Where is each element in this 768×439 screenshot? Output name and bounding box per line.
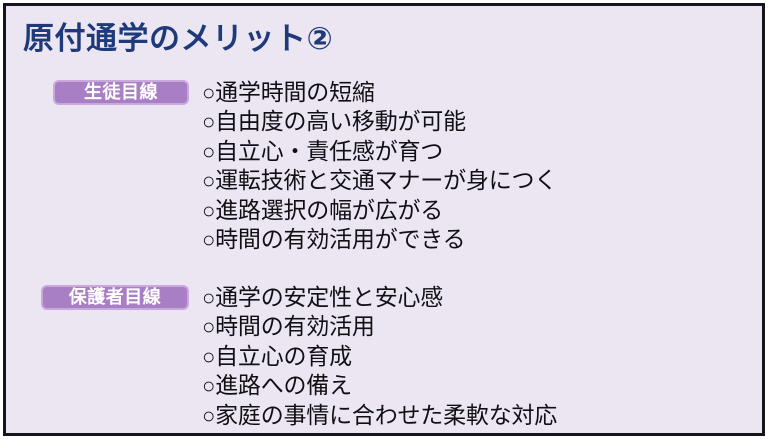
circle-bullet-icon: ○ <box>202 168 216 194</box>
list-item: ○運転技術と交通マナーが身につく <box>202 166 557 195</box>
guardian-benefits-list: ○通学の安定性と安心感 ○時間の有効活用 ○自立心の育成 ○進路への備え ○家庭… <box>202 283 557 430</box>
list-item-label: 進路選択の幅が広がる <box>215 196 444 223</box>
circle-bullet-icon: ○ <box>202 227 216 253</box>
circle-bullet-icon: ○ <box>202 285 216 310</box>
circle-bullet-icon: ○ <box>202 197 216 223</box>
list-item-label: 家庭の事情に合わせた柔軟な対応 <box>215 401 558 428</box>
list-item: ○進路への備え <box>202 371 557 400</box>
slide-content-area: 原付通学のメリット② 生徒目線 ○通学時間の短縮 ○自由度の高い移動が可能 ○自… <box>6 6 762 433</box>
badge-guardian-perspective-label: 保護者目線 <box>43 287 187 308</box>
badge-guardian-perspective: 保護者目線 <box>41 285 189 310</box>
list-item-label: 通学の安定性と安心感 <box>215 284 444 310</box>
circle-bullet-icon: ○ <box>202 402 216 428</box>
list-item: ○通学時間の短縮 <box>202 78 557 107</box>
list-item: ○自由度の高い移動が可能 <box>202 107 557 136</box>
list-item: ○自立心の育成 <box>202 342 557 371</box>
slide-frame: 原付通学のメリット② 生徒目線 ○通学時間の短縮 ○自由度の高い移動が可能 ○自… <box>3 3 765 436</box>
badge-student-perspective-label: 生徒目線 <box>55 82 187 103</box>
list-item-label: 進路への備え <box>215 372 352 399</box>
list-item: ○自立心・責任感が育つ <box>202 137 557 166</box>
list-item-label: 自由度の高い移動が可能 <box>215 108 466 135</box>
list-item: ○通学の安定性と安心感 <box>202 283 557 312</box>
circle-bullet-icon: ○ <box>202 138 216 164</box>
list-item-label: 運転技術と交通マナーが身につく <box>215 167 558 194</box>
circle-bullet-icon: ○ <box>202 343 216 369</box>
circle-bullet-icon: ○ <box>202 373 216 399</box>
list-item: ○家庭の事情に合わせた柔軟な対応 <box>202 401 557 430</box>
list-item: ○時間の有効活用ができる <box>202 225 557 254</box>
student-benefits-list: ○通学時間の短縮 ○自由度の高い移動が可能 ○自立心・責任感が育つ ○運転技術と… <box>202 78 557 254</box>
badge-student-perspective: 生徒目線 <box>53 80 189 105</box>
page-title: 原付通学のメリット② <box>23 21 334 56</box>
list-item: ○進路選択の幅が広がる <box>202 196 557 225</box>
list-item-label: 時間の有効活用ができる <box>215 226 466 253</box>
list-item-label: 時間の有効活用 <box>215 313 375 340</box>
list-item-label: 自立心の育成 <box>215 342 352 369</box>
list-item-label: 自立心・責任感が育つ <box>215 137 444 164</box>
list-item-label: 通学時間の短縮 <box>215 79 375 105</box>
circle-bullet-icon: ○ <box>202 314 216 340</box>
circle-bullet-icon: ○ <box>202 109 216 135</box>
circle-bullet-icon: ○ <box>202 80 216 105</box>
list-item: ○時間の有効活用 <box>202 312 557 341</box>
